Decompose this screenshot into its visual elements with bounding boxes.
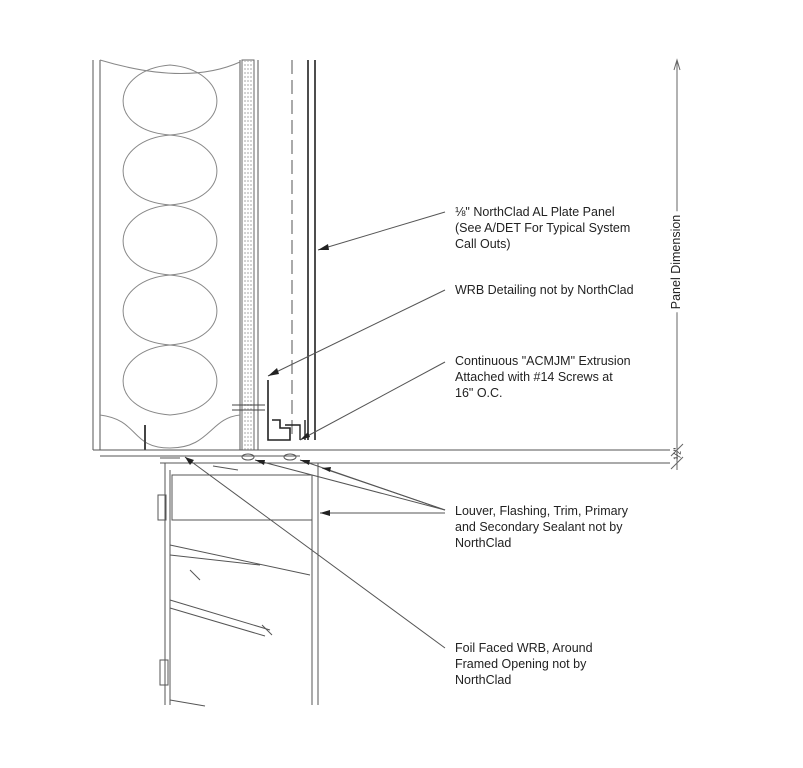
callout-line: Foil Faced WRB, Around <box>455 641 593 655</box>
sheathing <box>241 59 255 451</box>
extrusion <box>267 380 291 441</box>
callout-line: Louver, Flashing, Trim, Primary <box>455 504 628 518</box>
callout-extrusion: Continuous "ACMJM" Extrusion Attached wi… <box>455 353 631 401</box>
callout-line: Call Outs) <box>455 237 511 251</box>
callout-line: ⅛" NorthClad AL Plate Panel <box>455 205 615 219</box>
callout-line: (See A/DET For Typical System <box>455 221 631 235</box>
callout-line: Continuous "ACMJM" Extrusion <box>455 354 631 368</box>
callout-line: NorthClad <box>455 536 512 550</box>
panel-dimension-label: Panel Dimension <box>669 211 683 313</box>
callout-line: Framed Opening not by <box>455 657 587 671</box>
insulation <box>99 59 241 449</box>
callout-panel: ⅛" NorthClad AL Plate Panel (See A/DET F… <box>455 204 630 252</box>
callout-line: 16" O.C. <box>455 386 503 400</box>
callout-line: WRB Detailing not by NorthClad <box>455 283 634 297</box>
callout-line: Attached with #14 Screws at <box>455 370 613 384</box>
callout-wrb: WRB Detailing not by NorthClad <box>455 282 634 298</box>
callout-line: and Secondary Sealant not by <box>455 520 623 534</box>
gap-dimension-label: ½" <box>672 447 684 460</box>
callout-line: NorthClad <box>455 673 512 687</box>
window-frame <box>157 457 319 707</box>
callout-louver: Louver, Flashing, Trim, Primary and Seco… <box>455 503 628 551</box>
callout-foil-wrb: Foil Faced WRB, Around Framed Opening no… <box>455 640 593 688</box>
